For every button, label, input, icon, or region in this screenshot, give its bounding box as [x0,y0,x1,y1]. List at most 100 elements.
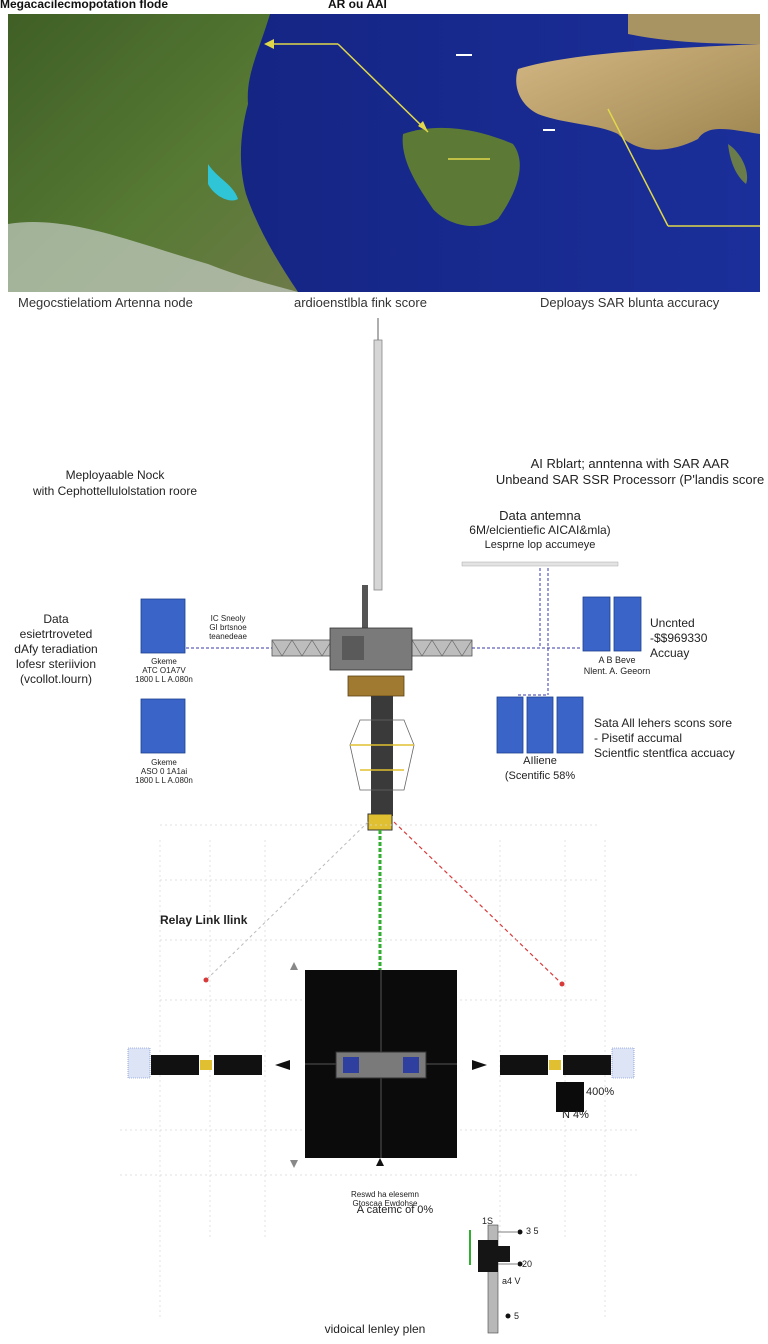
solar-panel-right-5 [556,696,584,754]
arrow-left-icon [275,1060,290,1070]
relay-right-core [549,1060,561,1070]
ground-label-top: 1S [482,1216,494,1226]
relay-right-panel-2 [563,1055,611,1075]
reflector-panel-left [343,1057,359,1073]
relay-pct-2: N 4% [562,1109,589,1121]
ground-label-d: 5 [514,1311,520,1321]
lower-value-block: Sata All lehers scons sore - Pisetif acc… [594,716,735,761]
upper-value-line: Accuay [650,646,690,660]
map-marker-1 [456,54,472,56]
solar-panel-left-2 [140,698,186,754]
ground-node-3 [505,1313,511,1319]
node-title-line-2: with Cephottellulolstation roore [32,484,198,498]
solar-panel-right-2 [613,596,642,652]
south-america [402,127,520,227]
reflector-boom [461,561,619,567]
data-block: Data esietrtroveted dAfy teradiation lof… [0,612,112,687]
data-antenna-note: Lesprne lop accumeye [484,539,596,551]
ground-caption: vidoical lenley plen [324,1322,426,1336]
upper-value-line: -$$969330 [650,631,708,645]
mid-caption-line: teanedeae [209,632,247,641]
route-line-4 [607,108,669,227]
gold-module [347,675,405,697]
relay-pct-1: 400% [586,1086,615,1098]
grey-relay-link [205,821,369,981]
satellite-map [8,14,760,292]
bus-module [342,636,364,660]
panel-1-caption: Gkeme ATC O1A7V 1800 L L A.080n [104,657,224,684]
relay-node-right [559,981,565,987]
panel-2-caption-line: Gkeme [151,758,177,767]
data-block-line: lofesr steriivion [15,657,97,671]
lower-panel-caption-line: (Scentific 58% [504,770,576,782]
relay-right-wing-outer [611,1047,635,1079]
relay-bottom-caption: Reswd ha elesemn Gtoscaa Ewdohse [340,1190,430,1208]
ground-dish [496,1246,510,1262]
ground-label-b: 20 [522,1259,533,1269]
node-title-line-1: Meployaable Nock [65,468,165,482]
panel-2-caption: Gkeme ASO 0 1A1ai 1800 L L A.080n [104,758,224,785]
upper-small-block: A B Beve Nlent. A. Geeorn [572,655,662,677]
ground-node-2 [517,1261,523,1267]
arrow-left-icon [264,39,274,49]
left-continent [8,14,298,292]
data-antenna-title: Data antemna [499,508,581,523]
right-title-line-1: AI Rblart; anntenna with SAR AAR [530,456,730,471]
upper-small-line: Nlent. A. Geeorn [583,666,651,676]
red-relay-link [393,821,561,983]
arrow-right-icon [472,1060,487,1070]
deploy-column [371,696,393,816]
solar-panel-right-1 [582,596,611,652]
lower-value-line: Scientfic stentfica accuacy [594,746,735,760]
relay-left-wing-outer [127,1047,151,1079]
antenna-mast [373,339,383,591]
relay-right-box [556,1082,584,1112]
data-antenna-subtitle: 6M/elcientiefic AICAI&mla) [469,523,611,537]
right-title-line-2: Unbeand SAR SSR Processorr (P'landis sco… [495,472,765,487]
upper-small-line: A B Beve [598,655,636,665]
arrow-down-icon [290,1160,298,1168]
upper-value-block: Uncnted -$$969330 Accuay [650,616,707,661]
panel-1-caption-line: ATC O1A7V [142,666,186,675]
island [728,144,748,184]
arrow-up-icon [290,962,298,970]
solar-panel-left-1 [140,598,186,654]
solar-panel-right-4 [526,696,554,754]
relay-left-panel-1 [151,1055,199,1075]
ground-node-1 [517,1229,523,1235]
truss-lattice [271,639,473,657]
ground-pole [487,1224,499,1334]
solar-panel-right-3 [496,696,524,754]
ground-label-c: a4 V [502,1276,521,1286]
panel-2-caption-line: ASO 0 1A1ai [140,767,188,776]
relay-bottom-caption-line: Gtoscaa Ewdohse [352,1199,418,1208]
map-marker-2 [543,129,555,131]
cloud-cover [8,222,298,292]
header-title-center: AR ou AAI [328,0,387,11]
route-line-2 [337,43,429,133]
arrow-down-icon [418,121,428,132]
lower-panel-caption: AIliene (Scentific 58% [490,754,590,784]
satellite-bus [329,627,413,671]
lower-panel-caption-line: AIliene [523,755,557,767]
data-block-line: Data [43,612,69,626]
data-block-line: (vcollot.lourn) [19,672,93,686]
relay-left-panel-2 [214,1055,262,1075]
mast-bracket [362,585,368,635]
data-block-line: esietrtroveted [19,627,93,641]
panel-1-caption-line: Gkeme [151,657,177,666]
relay-bottom-caption-line: Reswd ha elesemn [350,1190,420,1199]
lower-value-line: - Pisetif accumal [594,731,683,745]
ground-unit [478,1240,498,1272]
relay-bottom-value: A catemc of 0% [356,1204,434,1216]
reflector-panel-right [403,1057,419,1073]
upper-value-line: Uncnted [650,616,695,630]
map-caption-right: Deploays SAR blunta accuracy [540,295,720,310]
mid-caption: IC Sneoly GI brtsnoe teanedeae [196,614,260,641]
feed-horn [367,813,393,831]
relay-right-panel-1 [500,1055,548,1075]
relay-left-core [200,1060,212,1070]
panel-2-caption-line: 1800 L L A.080n [135,776,193,785]
lower-value-line: Sata All lehers scons sore [594,716,733,730]
